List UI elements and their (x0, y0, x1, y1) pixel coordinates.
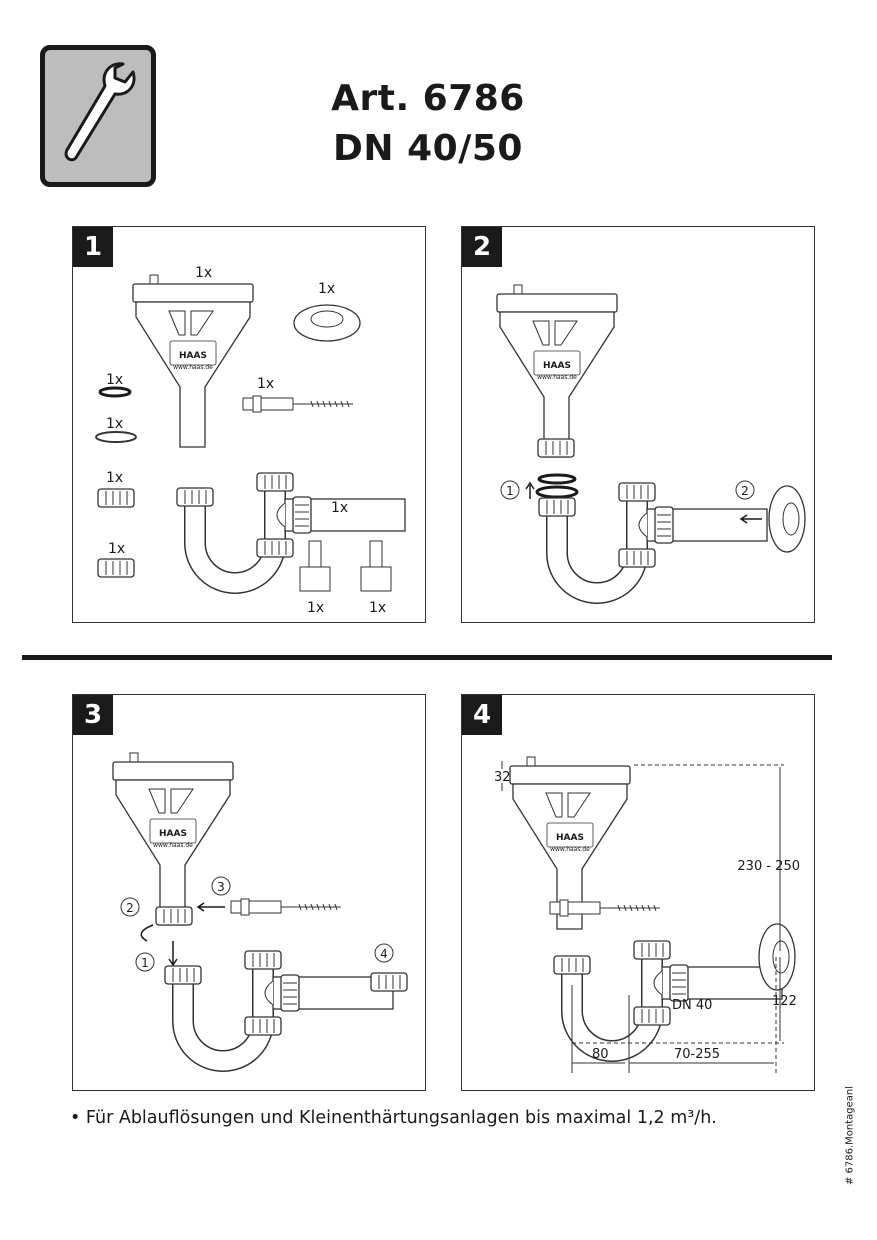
dimension-drawing: HAAS www.haas.de 32 230 - 250 122 DN 40 … (494, 756, 800, 1073)
svg-text:4: 4 (380, 947, 388, 961)
svg-text:www.haas.de: www.haas.de (173, 364, 213, 371)
step-2-drawing: HAAS www.haas.de 1 2 (496, 284, 806, 624)
oring-part (98, 386, 132, 398)
svg-text:2: 2 (126, 901, 134, 915)
step-marker: 1 (506, 484, 514, 498)
hose-nozzle-part (360, 540, 392, 592)
wrench-icon-box (40, 45, 156, 187)
adapter-part (97, 488, 135, 508)
dim-pipe-diameter: DN 40 (672, 998, 712, 1013)
hose-nozzle-part (299, 540, 331, 592)
rosette-part (293, 304, 361, 342)
svg-text:3: 3 (217, 880, 225, 894)
parts-list-drawing: HAAS www.haas.de 1x 1x 1x 1x 1x 1x 1x 1x… (95, 265, 427, 616)
oring-part (95, 431, 137, 443)
nominal-diameter: DN 40/50 (333, 128, 523, 169)
step-marker: 2 (741, 484, 749, 498)
qty-screw: 1x (257, 376, 274, 392)
dim-outlet-height: 122 (772, 994, 797, 1009)
article-number: Art. 6786 (331, 78, 525, 119)
document-reference: # 6786.Montageanl (844, 1085, 856, 1186)
step-1-panel: 1 HAAS www.haas.de 1x 1x 1x 1x 1x 1x 1x … (72, 226, 426, 623)
funnel-part: HAAS www.haas.de (132, 274, 254, 448)
footnote: • Für Ablauflösungen und Kleinenthärtung… (70, 1108, 717, 1128)
qty-hose2: 1x (369, 600, 386, 616)
qty-oring2: 1x (106, 416, 123, 432)
step-number: 4 (462, 695, 502, 735)
svg-text:www.haas.de: www.haas.de (537, 374, 577, 381)
step-number: 3 (73, 695, 113, 735)
dim-total-height: 230 - 250 (737, 859, 800, 874)
qty-oring1: 1x (106, 372, 123, 388)
qty-funnel: 1x (195, 265, 212, 281)
qty-rosette: 1x (318, 281, 335, 297)
qty-adapter: 1x (106, 470, 123, 486)
svg-text:1: 1 (141, 956, 149, 970)
qty-nut: 1x (108, 541, 125, 557)
svg-text:www.haas.de: www.haas.de (550, 846, 590, 853)
dim-wall-depth: 70-255 (674, 1047, 720, 1062)
dim-lid-height: 32 (494, 770, 511, 785)
step-4-panel: 4 HAAS www.haas.de 32 230 - 250 122 DN 4… (461, 694, 815, 1091)
wrench-icon (64, 62, 136, 162)
svg-text:HAAS: HAAS (179, 351, 207, 361)
section-divider (22, 655, 832, 660)
step-2-panel: 2 HAAS www.haas.de 1 2 (461, 226, 815, 623)
qty-trap: 1x (331, 500, 348, 516)
svg-text:HAAS: HAAS (543, 361, 571, 371)
qty-hose1: 1x (307, 600, 324, 616)
step-number: 1 (73, 227, 113, 267)
step-number: 2 (462, 227, 502, 267)
svg-text:HAAS: HAAS (159, 829, 187, 839)
step-3-drawing: HAAS www.haas.de 2 3 1 4 (112, 752, 408, 1092)
nut-part (97, 558, 135, 578)
dim-spacing: 80 (592, 1047, 609, 1062)
screw-part (242, 395, 354, 413)
step-3-panel: 3 HAAS www.haas.de 2 3 1 4 (72, 694, 426, 1091)
svg-text:www.haas.de: www.haas.de (153, 842, 193, 849)
svg-text:HAAS: HAAS (556, 833, 584, 843)
